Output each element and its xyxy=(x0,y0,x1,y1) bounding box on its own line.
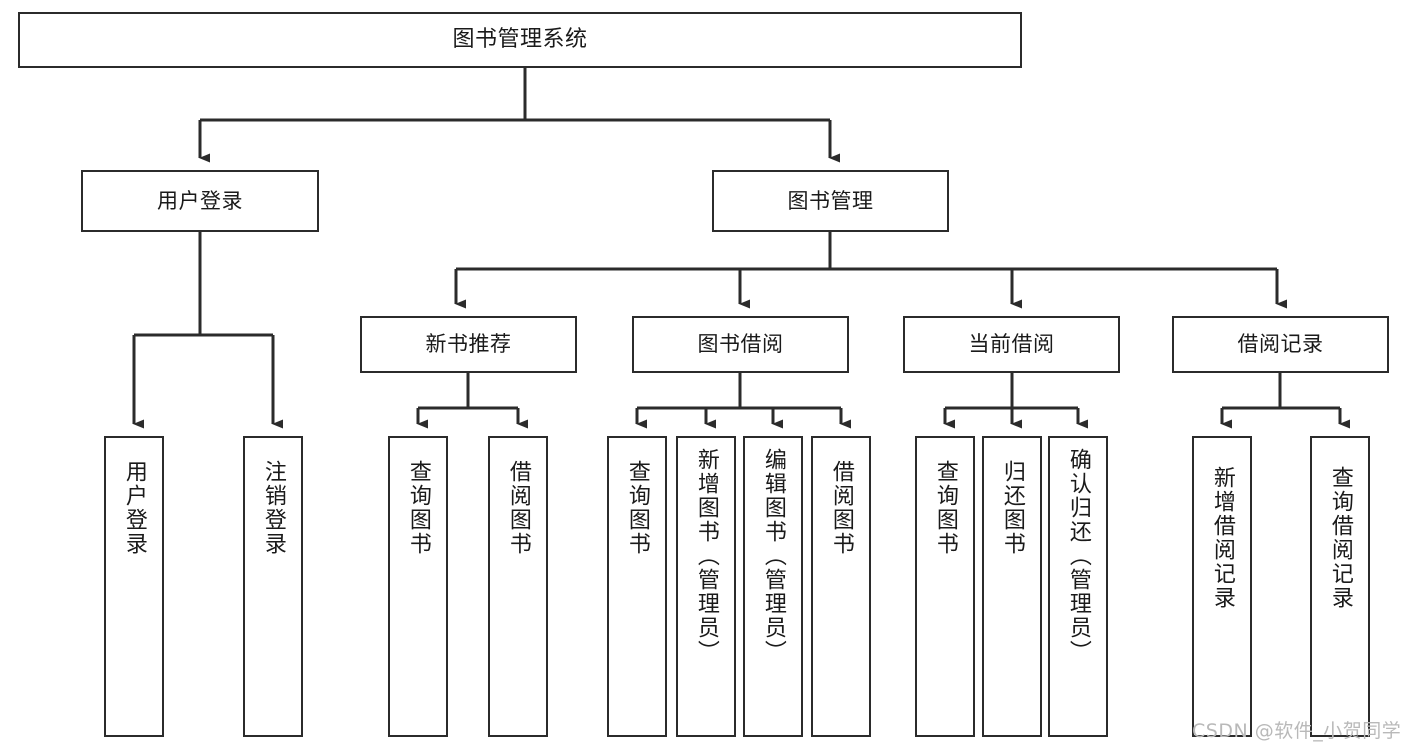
node-leaf-return-book-label: 归还图书 xyxy=(999,460,1025,556)
node-borrow-record-label: 借阅记录 xyxy=(1237,332,1324,357)
node-leaf-logout-login-label: 注销登录 xyxy=(260,460,286,556)
node-leaf-query-record-label: 查询借阅记录 xyxy=(1327,466,1353,610)
node-leaf-borrow-book-1[interactable]: 借阅图书 xyxy=(488,436,548,737)
node-root-label: 图书管理系统 xyxy=(452,27,588,53)
node-leaf-query-record[interactable]: 查询借阅记录 xyxy=(1310,436,1370,737)
node-book-borrow-label: 图书借阅 xyxy=(697,332,784,357)
node-leaf-add-book[interactable]: 新增图书（管理员） xyxy=(676,436,736,737)
node-leaf-borrow-book-2[interactable]: 借阅图书 xyxy=(811,436,871,737)
node-current-borrow[interactable]: 当前借阅 xyxy=(903,316,1120,373)
node-leaf-query-book-3-label: 查询图书 xyxy=(932,460,958,556)
node-new-book-recommend[interactable]: 新书推荐 xyxy=(360,316,577,373)
node-leaf-query-book-3[interactable]: 查询图书 xyxy=(915,436,975,737)
node-leaf-add-record[interactable]: 新增借阅记录 xyxy=(1192,436,1252,737)
node-borrow-record[interactable]: 借阅记录 xyxy=(1172,316,1389,373)
node-leaf-query-book-1[interactable]: 查询图书 xyxy=(388,436,448,737)
csdn-watermark-text: CSDN @软件_小贺同学 xyxy=(1192,720,1402,742)
node-leaf-add-record-label: 新增借阅记录 xyxy=(1209,466,1235,610)
csdn-watermark: CSDN @软件_小贺同学 xyxy=(1192,716,1401,743)
node-book-manage[interactable]: 图书管理 xyxy=(712,170,949,232)
node-book-manage-label: 图书管理 xyxy=(787,188,874,213)
node-user-login[interactable]: 用户登录 xyxy=(81,170,319,232)
node-book-borrow[interactable]: 图书借阅 xyxy=(632,316,849,373)
node-root[interactable]: 图书管理系统 xyxy=(18,12,1022,68)
node-user-login-label: 用户登录 xyxy=(157,188,243,213)
node-leaf-borrow-book-1-label: 借阅图书 xyxy=(505,460,531,556)
node-leaf-edit-book-label: 编辑图书（管理员） xyxy=(760,448,786,664)
node-leaf-user-login[interactable]: 用户登录 xyxy=(104,436,164,737)
node-leaf-query-book-2[interactable]: 查询图书 xyxy=(607,436,667,737)
node-new-book-recommend-label: 新书推荐 xyxy=(425,332,512,357)
node-leaf-return-book[interactable]: 归还图书 xyxy=(982,436,1042,737)
node-leaf-query-book-1-label: 查询图书 xyxy=(405,460,431,556)
node-current-borrow-label: 当前借阅 xyxy=(968,332,1055,357)
node-leaf-logout-login[interactable]: 注销登录 xyxy=(243,436,303,737)
node-leaf-confirm-return-label: 确认归还（管理员） xyxy=(1065,448,1091,664)
node-leaf-user-login-label: 用户登录 xyxy=(121,460,147,556)
node-leaf-edit-book[interactable]: 编辑图书（管理员） xyxy=(743,436,803,737)
node-leaf-add-book-label: 新增图书（管理员） xyxy=(693,448,719,664)
node-leaf-query-book-2-label: 查询图书 xyxy=(624,460,650,556)
node-leaf-borrow-book-2-label: 借阅图书 xyxy=(828,460,854,556)
node-leaf-confirm-return[interactable]: 确认归还（管理员） xyxy=(1048,436,1108,737)
